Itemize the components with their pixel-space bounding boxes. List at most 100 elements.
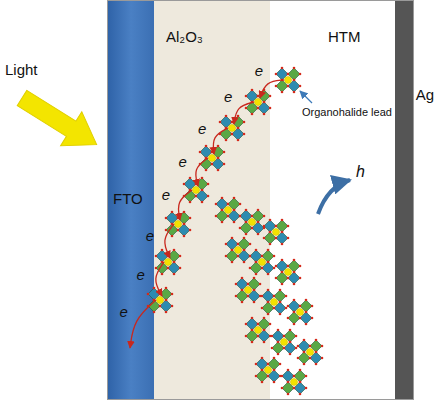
halide-atom (253, 301, 256, 304)
halide-atom (257, 107, 260, 110)
halide-atom (275, 225, 278, 228)
halide-atom (287, 73, 290, 76)
halide-atom (299, 277, 302, 280)
halide-atom (271, 335, 274, 338)
halide-atom (201, 189, 204, 192)
halide-atom (281, 67, 284, 70)
electron-label: e (255, 63, 263, 80)
halide-atom (263, 225, 266, 228)
cation-site (254, 326, 261, 333)
cation-site (244, 286, 251, 293)
halide-atom (279, 289, 282, 292)
halide-atom (267, 375, 270, 378)
halide-atom (281, 271, 284, 274)
light-arrow (11, 81, 107, 162)
halide-atom (239, 215, 242, 218)
halide-atom (223, 151, 226, 154)
halide-atom (287, 85, 290, 88)
cation-site (284, 268, 291, 275)
halide-atom (273, 307, 276, 310)
halide-atom (293, 299, 296, 302)
halide-atom (287, 317, 290, 320)
halide-atom (267, 313, 270, 316)
halide-atom (309, 357, 312, 360)
halide-atom (245, 95, 248, 98)
halide-atom (297, 345, 300, 348)
halide-atom (267, 273, 270, 276)
halide-atom (293, 387, 296, 390)
halide-atom (237, 115, 240, 118)
halide-atom (289, 329, 292, 332)
halide-atom (217, 157, 220, 160)
halide-atom (257, 95, 260, 98)
halide-atom (303, 351, 306, 354)
halide-atom (171, 211, 174, 214)
halide-atom (173, 261, 176, 264)
halide-atom (217, 157, 220, 160)
halide-atom (267, 301, 270, 304)
halide-atom (179, 255, 182, 258)
halide-atom (281, 259, 284, 262)
halide-atom (227, 203, 230, 206)
halide-atom (273, 381, 276, 384)
cation-site (234, 246, 241, 253)
halide-atom (239, 227, 242, 230)
halide-atom (261, 357, 264, 360)
halide-atom (297, 357, 300, 360)
halide-atom (257, 209, 260, 212)
halide-atom (267, 375, 270, 378)
halide-atom (231, 133, 234, 136)
halide-atom (223, 163, 226, 166)
halide-atom (281, 387, 284, 390)
halide-atom (171, 235, 174, 238)
halide-atom (281, 243, 284, 246)
halide-atom (155, 255, 158, 258)
halide-atom (287, 225, 290, 228)
halide-atom (211, 151, 214, 154)
halide-atom (231, 249, 234, 252)
halide-atom (221, 197, 224, 200)
octahedron-unit (287, 299, 314, 326)
halide-atom (289, 341, 292, 344)
halide-atom (267, 301, 270, 304)
electron-hop (196, 158, 208, 186)
electron-label: e (137, 267, 145, 284)
halide-atom (275, 277, 278, 280)
halide-atom (247, 295, 250, 298)
halide-atom (263, 341, 266, 344)
halide-atom (305, 387, 308, 390)
halide-atom (293, 79, 296, 82)
halide-atom (303, 351, 306, 354)
halide-atom (273, 369, 276, 372)
halide-atom (285, 295, 288, 298)
octahedron-unit (215, 197, 242, 224)
halide-atom (183, 223, 186, 226)
halide-atom (267, 289, 270, 292)
halide-atom (269, 107, 272, 110)
halide-atom (287, 305, 290, 308)
halide-atom (161, 273, 164, 276)
halide-atom (261, 267, 264, 270)
halide-atom (293, 311, 296, 314)
halide-atom (293, 375, 296, 378)
halide-atom (261, 369, 264, 372)
cation-site (264, 366, 271, 373)
halide-atom (299, 305, 302, 308)
halide-atom (153, 311, 156, 314)
halide-atom (263, 101, 266, 104)
halide-atom (189, 177, 192, 180)
halide-atom (261, 307, 264, 310)
halide-atom (179, 267, 182, 270)
layer-label: HTM (328, 28, 361, 45)
halide-atom (237, 255, 240, 258)
halide-atom (201, 201, 204, 204)
electron-label: e (198, 121, 206, 138)
halide-atom (165, 287, 168, 290)
halide-atom (287, 277, 290, 280)
halide-atom (261, 267, 264, 270)
halide-atom (221, 221, 224, 224)
halide-atom (243, 249, 246, 252)
halide-atom (225, 115, 228, 118)
electron-hop (234, 102, 254, 124)
halide-atom (165, 311, 168, 314)
